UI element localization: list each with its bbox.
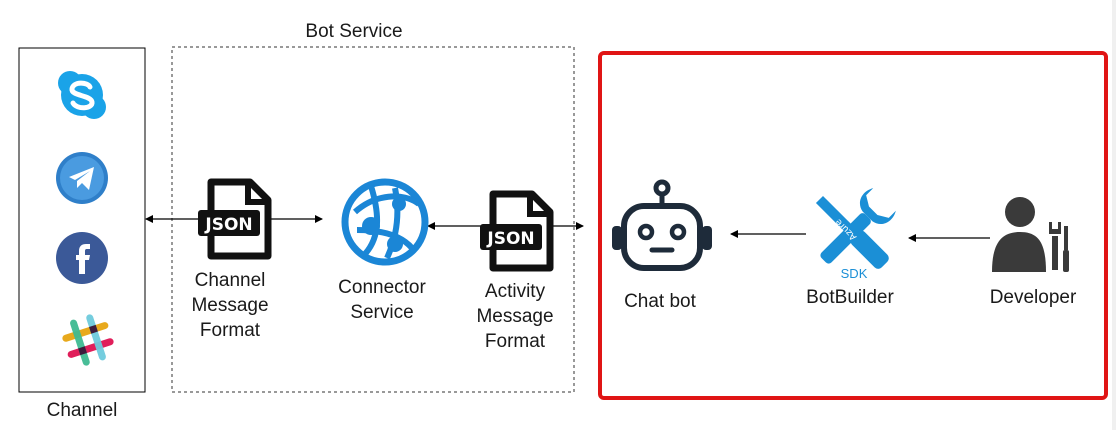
connector-service-label: Connector Service [338,277,426,323]
json-label: JSON [204,215,252,235]
azure-network-icon [341,178,429,266]
chat-bot-label: Chat bot [624,291,696,312]
highlight-box [598,51,1108,400]
robot-icon [612,179,712,271]
botbuilder-label: BotBuilder [806,287,894,308]
channel-message-format-label: Channel Message Format [191,270,269,341]
skype-icon [58,71,106,119]
developer-label: Developer [989,287,1077,308]
telegram-icon [56,152,108,204]
scrollbar[interactable] [1112,0,1116,430]
developer-icon [992,197,1069,272]
bot-service-label: Bot Service [305,21,403,42]
json-file-icon: JSON [198,178,272,260]
facebook-icon [56,232,108,284]
tools-icon: Azure SDK [815,188,896,281]
sdk-label: SDK [841,266,868,281]
channel-label: Channel [46,400,118,421]
slack-icon [62,314,114,366]
activity-message-format-label: Activity Message Format [476,281,554,352]
json-file-icon: JSON [480,190,554,272]
json-label: JSON [486,229,534,249]
